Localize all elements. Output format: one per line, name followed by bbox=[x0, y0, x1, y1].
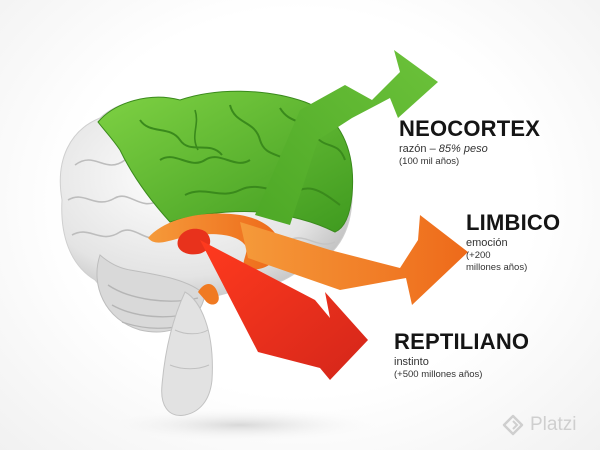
reptiliano-title: REPTILIANO bbox=[394, 329, 530, 354]
limbico-arrow bbox=[240, 215, 468, 305]
neocortex-arrow bbox=[255, 50, 438, 225]
platzi-logo-icon bbox=[502, 414, 524, 436]
limbico-function: emoción bbox=[466, 237, 508, 249]
limbico-age-line2: millones años) bbox=[466, 261, 528, 273]
neocortex-age: (100 mil años) bbox=[399, 156, 460, 168]
limbico-label: LIMBICO emoción (+200 millones años) bbox=[466, 212, 586, 273]
limbico-age-line1: (+200 bbox=[466, 250, 491, 262]
limbico-title: LIMBICO bbox=[466, 210, 561, 235]
neocortex-weight: 85% peso bbox=[438, 143, 488, 155]
reptiliano-arrow bbox=[200, 240, 368, 380]
neocortex-function: razón – 85% peso bbox=[399, 143, 540, 156]
reptiliano-label: REPTILIANO instinto (+500 millones años) bbox=[394, 331, 529, 381]
neocortex-label: NEOCORTEX razón – 85% peso (100 mil años… bbox=[399, 118, 540, 168]
platzi-watermark: Platzi bbox=[502, 414, 576, 436]
reptilian-core bbox=[177, 228, 211, 255]
reptiliano-age: (+500 millones años) bbox=[394, 369, 483, 381]
platzi-brand: Platzi bbox=[530, 414, 577, 435]
reptiliano-function: instinto bbox=[394, 356, 429, 368]
brain-shadow bbox=[90, 407, 390, 443]
neocortex-function-text: razón bbox=[399, 143, 427, 155]
neocortex-dash: – bbox=[426, 143, 439, 155]
neocortex-title: NEOCORTEX bbox=[399, 116, 541, 141]
